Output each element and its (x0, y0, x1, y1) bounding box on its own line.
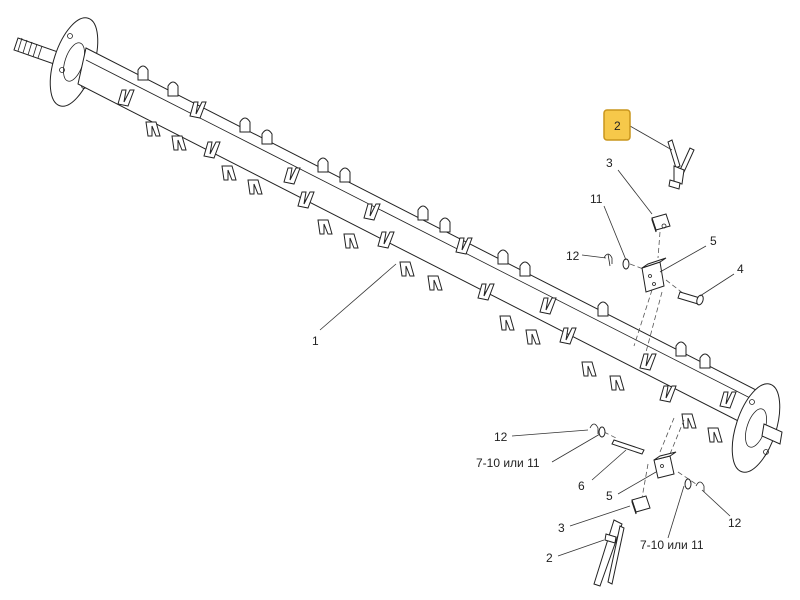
callout-washer-bottom-right[interactable]: 7-10 или 11 (640, 538, 704, 552)
split-pin-part-bottom-left[interactable] (589, 423, 599, 434)
split-pin-part-bottom-right[interactable] (695, 481, 705, 492)
callout-shaft[interactable]: 1 (312, 334, 319, 348)
washer-part-bottom-left[interactable] (598, 426, 606, 438)
leader-lines (319, 125, 735, 557)
bracket-part-bottom[interactable] (653, 451, 677, 479)
callout-washer-bottom-left[interactable]: 7-10 или 11 (476, 456, 540, 470)
washer-part-bottom-right[interactable] (684, 478, 692, 490)
callout-finger-top[interactable]: 2 (614, 119, 621, 133)
exploded-assembly-bottom (589, 417, 705, 587)
exploded-assembly-top (603, 139, 704, 353)
bracket-part-top[interactable] (641, 257, 667, 293)
callout-pin-top[interactable]: 4 (737, 262, 744, 276)
finger-part-top[interactable] (667, 139, 695, 190)
callout-bush-top[interactable]: 3 (606, 156, 613, 170)
callout-labels: 1 2 3 11 12 5 4 12 7-10 или 11 6 5 3 2 7… (312, 119, 744, 565)
shaft-tube (77, 47, 761, 429)
bush-part-bottom[interactable] (631, 495, 651, 515)
split-pin-part-top[interactable] (603, 253, 613, 267)
callout-washer-top[interactable]: 11 (590, 192, 603, 206)
shaft-tines (117, 65, 737, 443)
beater-shaft[interactable] (13, 12, 789, 478)
callout-bracket-bottom[interactable]: 5 (606, 489, 613, 503)
axle-part-bottom[interactable] (611, 439, 645, 455)
highlight-box (603, 109, 631, 141)
pin-part-top[interactable] (677, 291, 704, 306)
splined-shaft-end (13, 37, 59, 65)
callout-split-pin-top[interactable]: 12 (566, 249, 580, 263)
callout-split-pin-bottom-right[interactable]: 12 (728, 516, 742, 530)
bush-part-top[interactable] (651, 213, 671, 233)
callout-axle-bottom[interactable]: 6 (578, 479, 585, 493)
tine-row-bottom (145, 121, 723, 443)
callout-finger-bottom[interactable]: 2 (546, 551, 553, 565)
finger-part-bottom[interactable] (593, 519, 625, 587)
washer-part-top[interactable] (622, 258, 630, 270)
callout-bracket-top[interactable]: 5 (710, 234, 717, 248)
callout-bush-bottom[interactable]: 3 (558, 521, 565, 535)
tine-row-top (137, 65, 711, 369)
tine-row-middle (117, 89, 737, 409)
callout-split-pin-bottom-left[interactable]: 12 (494, 430, 508, 444)
